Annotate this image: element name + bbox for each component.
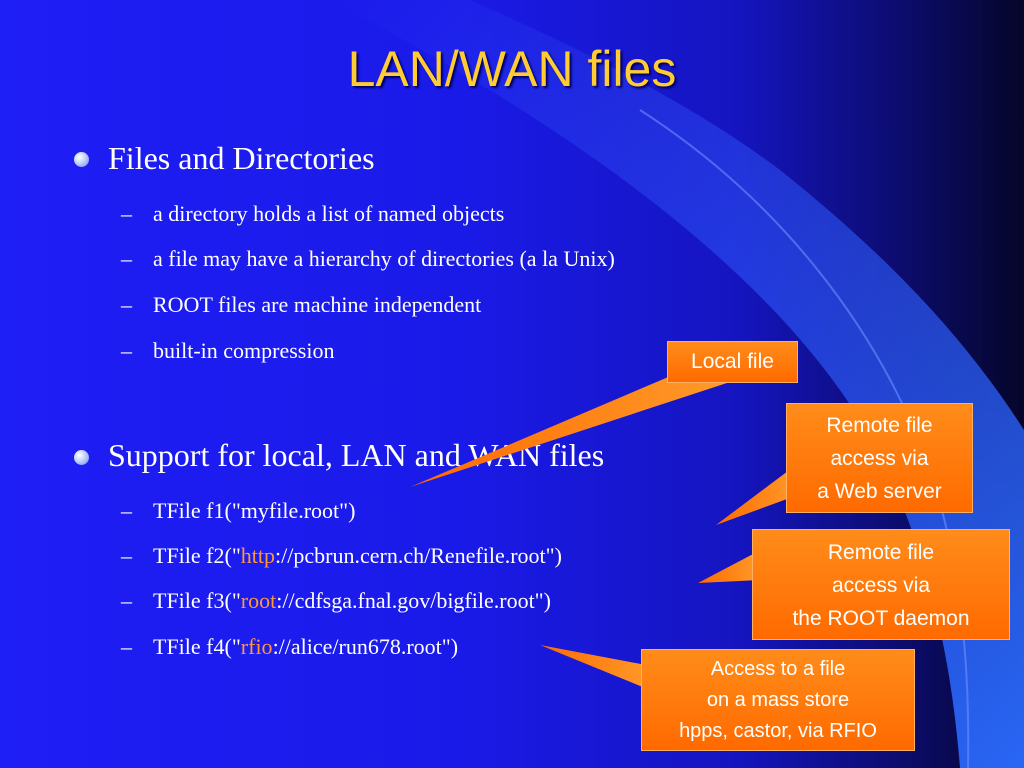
pointer-daemon bbox=[698, 553, 760, 583]
list-item: TFile f4("rfio://alice/run678.root") bbox=[153, 634, 458, 660]
dash-bullet: – bbox=[121, 246, 132, 271]
callout-mass-store: Access to a file on a mass store hpps, c… bbox=[641, 649, 915, 751]
list-item: a file may have a hierarchy of directori… bbox=[153, 246, 615, 271]
callout-text: access via bbox=[830, 447, 929, 470]
code-suffix: ://alice/run678.root") bbox=[272, 634, 459, 659]
pointer-web bbox=[716, 468, 798, 525]
dash-bullet: – bbox=[121, 588, 132, 613]
callout-root-daemon: Remote file access via the ROOT daemon bbox=[752, 529, 1010, 640]
list-item: ROOT files are machine independent bbox=[153, 292, 482, 317]
callout-text: Local file bbox=[691, 350, 774, 373]
callout-text: the ROOT daemon bbox=[792, 607, 970, 630]
dash-bullet: – bbox=[121, 634, 132, 659]
dash-bullet: – bbox=[121, 292, 132, 317]
code-suffix: ://cdfsga.fnal.gov/bigfile.root") bbox=[276, 588, 551, 613]
code-prefix: TFile f2(" bbox=[153, 543, 241, 568]
list-item: TFile f3("root://cdfsga.fnal.gov/bigfile… bbox=[153, 588, 551, 614]
list-item: TFile f2("http://pcbrun.cern.ch/Renefile… bbox=[153, 543, 562, 569]
dash-bullet: – bbox=[121, 498, 132, 523]
callout-text: on a mass store bbox=[706, 689, 850, 711]
callout-local-file: Local file bbox=[667, 341, 798, 383]
pointer-mass bbox=[540, 645, 650, 690]
dash-bullet: – bbox=[121, 543, 132, 568]
callout-text: Remote file bbox=[827, 541, 935, 564]
code-prefix: TFile f4(" bbox=[153, 634, 241, 659]
protocol-rfio: rfio bbox=[240, 634, 273, 659]
pointer-local bbox=[410, 372, 730, 487]
bullet-icon bbox=[74, 450, 89, 465]
dash-bullet: – bbox=[121, 201, 132, 226]
slide-title: LAN/WAN files bbox=[347, 41, 677, 97]
callout-web-server: Remote file access via a Web server bbox=[786, 403, 973, 513]
section-heading: Files and Directories bbox=[108, 140, 375, 176]
callout-text: Access to a file bbox=[710, 658, 846, 680]
list-item: built-in compression bbox=[153, 338, 335, 363]
callout-text: hpps, castor, via RFIO bbox=[679, 720, 877, 742]
code-prefix: TFile f3(" bbox=[153, 588, 241, 613]
callout-text: Remote file bbox=[826, 414, 933, 437]
protocol-root: root bbox=[240, 588, 277, 613]
protocol-http: http bbox=[240, 543, 276, 568]
callout-text: a Web server bbox=[817, 480, 942, 503]
list-item: TFile f1("myfile.root") bbox=[153, 498, 356, 523]
code-suffix: ://pcbrun.cern.ch/Renefile.root") bbox=[275, 543, 562, 568]
list-item: a directory holds a list of named object… bbox=[153, 201, 505, 226]
callout-text: access via bbox=[831, 574, 931, 597]
bullet-icon bbox=[74, 152, 89, 167]
dash-bullet: – bbox=[121, 338, 132, 363]
